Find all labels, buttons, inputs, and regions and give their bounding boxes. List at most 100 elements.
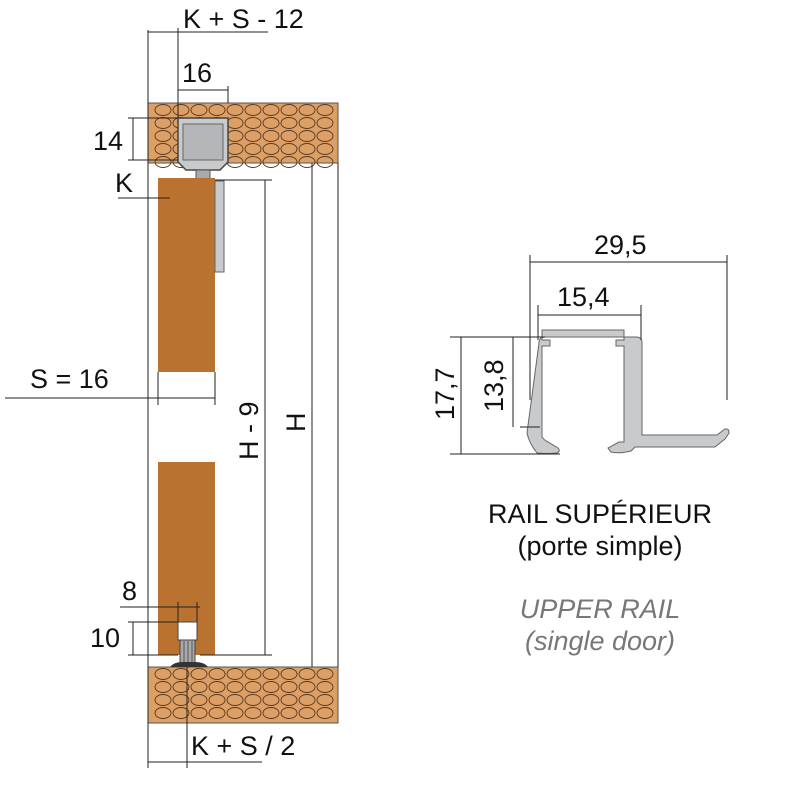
stone-texture	[280, 130, 298, 142]
stone-texture	[244, 668, 262, 680]
stone-texture	[154, 156, 172, 168]
stone-texture	[190, 694, 208, 706]
label-profile-overall-height: 17,7	[430, 367, 460, 420]
stone-texture	[172, 668, 190, 680]
stone-texture	[298, 104, 316, 116]
stone-texture	[172, 694, 190, 706]
stone-texture	[280, 143, 298, 155]
stone-texture	[172, 104, 190, 116]
stone-texture	[280, 694, 298, 706]
hanger-plate	[214, 180, 225, 273]
stone-texture	[298, 130, 316, 142]
stone-texture	[316, 681, 334, 693]
stone-texture	[298, 681, 316, 693]
stone-texture	[244, 117, 262, 129]
caption-english: UPPER RAIL (single door)	[440, 593, 760, 657]
stone-texture	[226, 681, 244, 693]
stone-texture	[190, 707, 208, 719]
rail-profile: 29,5 15,4 17,7 13,8	[430, 230, 730, 455]
label-profile-inner-height: 13,8	[479, 359, 509, 412]
label-door-gap: K	[115, 168, 133, 198]
stone-texture	[280, 681, 298, 693]
stone-texture	[226, 694, 244, 706]
stone-texture	[244, 156, 262, 168]
stone-texture	[262, 117, 280, 129]
stone-texture	[208, 707, 226, 719]
stone-texture	[298, 707, 316, 719]
top-board	[147, 102, 339, 168]
stone-texture	[262, 694, 280, 706]
stone-texture	[190, 668, 208, 680]
caption-en-subtitle: (single door)	[524, 626, 676, 656]
stone-texture	[208, 681, 226, 693]
stone-texture	[280, 104, 298, 116]
stone-texture	[316, 707, 334, 719]
label-opening-height: H	[281, 413, 311, 433]
caption-en-title: UPPER RAIL	[519, 594, 681, 624]
caption-fr-title: RAIL SUPÉRIEUR	[487, 499, 713, 529]
stone-texture	[226, 668, 244, 680]
stone-texture	[244, 143, 262, 155]
stone-texture	[316, 156, 334, 168]
stone-texture	[298, 117, 316, 129]
stone-texture	[244, 707, 262, 719]
stone-texture	[280, 668, 298, 680]
stone-texture	[154, 143, 172, 155]
stone-texture	[316, 130, 334, 142]
door-upper	[158, 178, 215, 372]
floor-guide	[170, 621, 208, 667]
stone-texture	[154, 694, 172, 706]
stone-texture	[316, 694, 334, 706]
label-bottom-offset: K + S / 2	[191, 731, 295, 761]
label-top-offset: K + S - 12	[183, 4, 304, 34]
stone-texture	[190, 681, 208, 693]
stone-texture	[316, 104, 334, 116]
stone-texture	[262, 668, 280, 680]
label-rail-height: 14	[93, 126, 123, 156]
stone-texture	[244, 681, 262, 693]
stone-texture	[154, 707, 172, 719]
bottom-board	[147, 666, 339, 724]
stone-texture	[172, 681, 190, 693]
stone-texture	[280, 156, 298, 168]
stone-texture	[262, 707, 280, 719]
stone-texture	[172, 707, 190, 719]
stone-texture	[298, 668, 316, 680]
stone-texture	[208, 668, 226, 680]
stone-texture	[262, 130, 280, 142]
stone-texture	[262, 156, 280, 168]
caption-french: RAIL SUPÉRIEUR (porte simple)	[440, 498, 760, 562]
stone-texture	[280, 707, 298, 719]
label-profile-inner-width: 15,4	[557, 282, 610, 312]
stone-texture	[208, 694, 226, 706]
label-door-height: H - 9	[234, 401, 264, 460]
stone-texture	[316, 117, 334, 129]
stone-texture	[244, 694, 262, 706]
stone-texture	[208, 104, 226, 116]
caption-fr-subtitle: (porte simple)	[517, 531, 683, 561]
rail-section	[177, 117, 229, 180]
stone-texture	[226, 707, 244, 719]
dimension-lines	[5, 28, 313, 768]
stone-texture	[262, 681, 280, 693]
stone-texture	[262, 104, 280, 116]
stone-texture	[154, 681, 172, 693]
label-guide-height: 10	[90, 623, 120, 653]
stone-texture	[154, 130, 172, 142]
label-guide-width: 8	[122, 576, 137, 606]
stone-texture	[226, 104, 244, 116]
stone-texture	[316, 143, 334, 155]
label-panel-thickness: S = 16	[30, 364, 109, 394]
stone-texture	[154, 668, 172, 680]
stone-texture	[298, 143, 316, 155]
stone-texture	[298, 156, 316, 168]
stone-texture	[190, 104, 208, 116]
stone-texture	[298, 694, 316, 706]
stone-texture	[244, 130, 262, 142]
label-rail-width: 16	[182, 58, 212, 88]
stone-texture	[154, 104, 172, 116]
stone-texture	[262, 143, 280, 155]
stone-texture	[280, 117, 298, 129]
